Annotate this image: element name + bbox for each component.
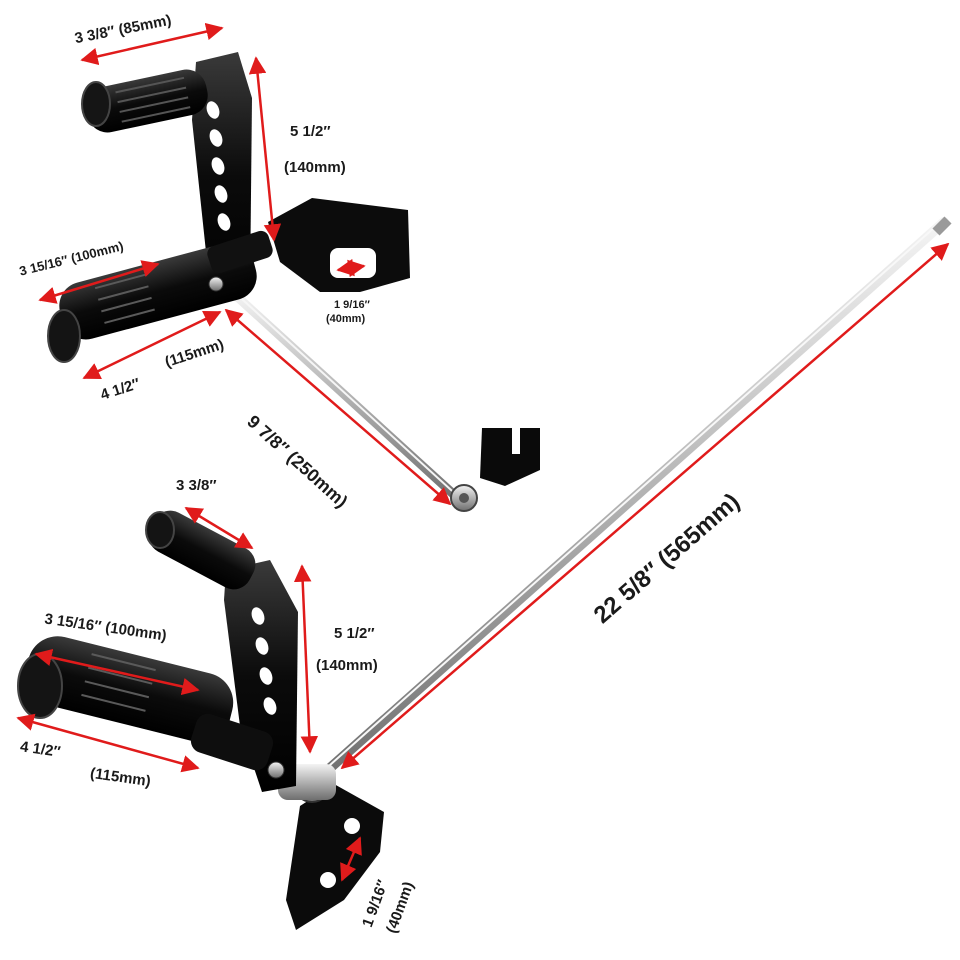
- bottom-mounting-bracket: [286, 784, 384, 930]
- top-bracket-spacing-mm-label: (40mm): [326, 313, 366, 325]
- top-arm-height-label: 5 1/2″: [290, 123, 331, 140]
- top-upper-footpeg: [81, 69, 208, 133]
- bottom-shift-rod: [307, 217, 949, 789]
- top-lever-arm: [192, 52, 252, 300]
- bottom-upper-peg-length-label: 3 3/8″: [176, 477, 217, 494]
- bottom-arm-height-mm-label: (140mm): [316, 657, 378, 674]
- bottom-forward-control: [17, 216, 952, 930]
- top-bracket-spacing-label: 1 9/16″: [334, 299, 370, 311]
- top-arm-height-mm-label: (140mm): [284, 159, 346, 176]
- top-forward-control: [47, 52, 540, 512]
- top-arm-cutouts: [206, 101, 231, 231]
- bottom-arm-cutouts: [251, 607, 277, 715]
- bottom-dimension-arrows: [16, 242, 950, 882]
- bottom-upper-footpeg: [145, 510, 256, 590]
- top-rod-end-clamp: [450, 424, 540, 512]
- bottom-arm-height-label: 5 1/2″: [334, 625, 375, 642]
